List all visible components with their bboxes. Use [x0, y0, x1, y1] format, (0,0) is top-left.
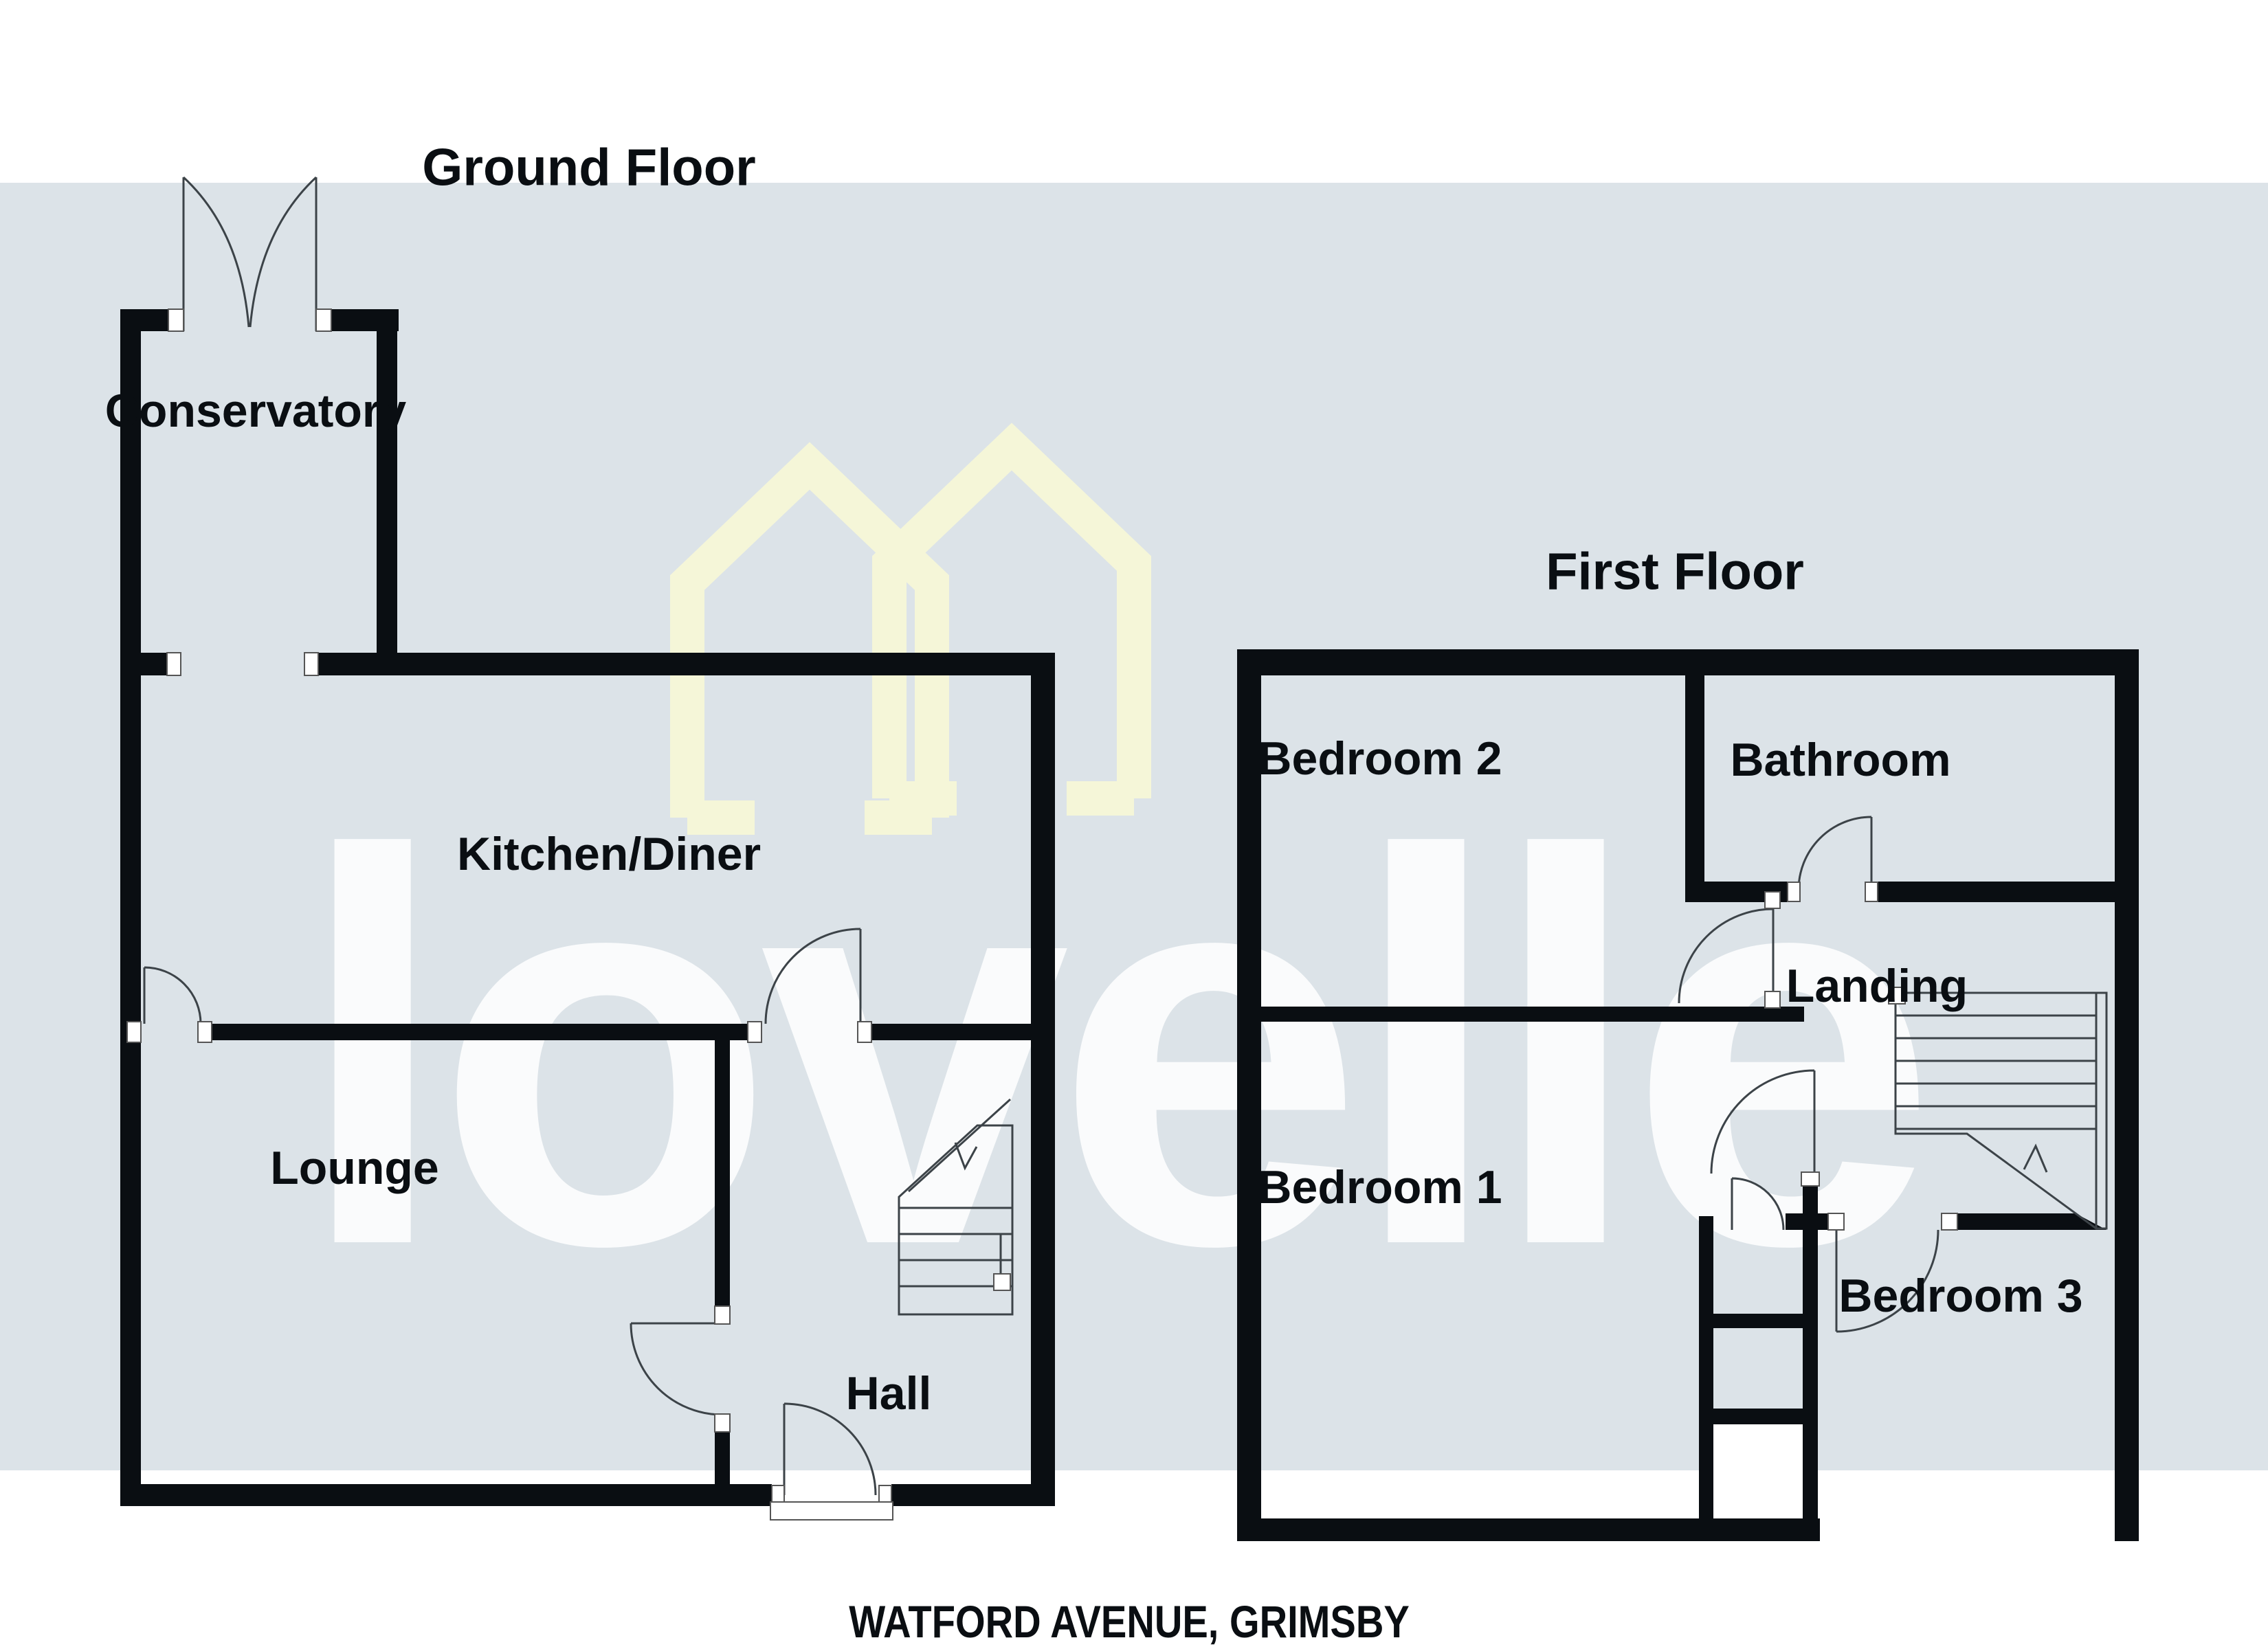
- ground-floor-plan: [120, 176, 1055, 1521]
- first-floor-void: [1713, 1424, 1803, 1518]
- first-floor-title: First Floor: [1546, 542, 1804, 601]
- room-label-bathroom: Bathroom: [1730, 734, 1951, 786]
- watermark-brand-text: lovelle: [296, 739, 1924, 1360]
- ground-floor-title: Ground Floor: [422, 138, 756, 197]
- property-address: WATFORD AVENUE, GRIMSBY: [849, 1596, 1410, 1647]
- ground-floor-stairs: [898, 1098, 1014, 1316]
- first-floor-stairs: [1888, 987, 2108, 1230]
- room-label-bedroom-1: Bedroom 1: [1258, 1161, 1502, 1213]
- first-floor-door-jambs: [1764, 882, 1958, 1231]
- first-floor-walls: [1237, 649, 2139, 1541]
- ground-floor-door-jambs: [126, 309, 892, 1505]
- front-door-threshold: [770, 1501, 893, 1521]
- first-floor-plan: [1237, 649, 2139, 1541]
- room-label-bedroom-3: Bedroom 3: [1838, 1270, 2083, 1322]
- room-label-kitchen-diner: Kitchen/Diner: [456, 828, 761, 880]
- room-label-bedroom-2: Bedroom 2: [1258, 732, 1502, 785]
- room-label-hall: Hall: [845, 1367, 932, 1420]
- room-label-lounge: Lounge: [270, 1142, 439, 1194]
- ground-floor-door-arcs: [143, 176, 877, 1496]
- ground-floor-walls: [120, 309, 1055, 1506]
- room-label-conservatory: Conservatory: [104, 385, 407, 437]
- first-floor-door-arcs: [1678, 816, 1939, 1333]
- room-label-landing: Landing: [1786, 960, 1968, 1012]
